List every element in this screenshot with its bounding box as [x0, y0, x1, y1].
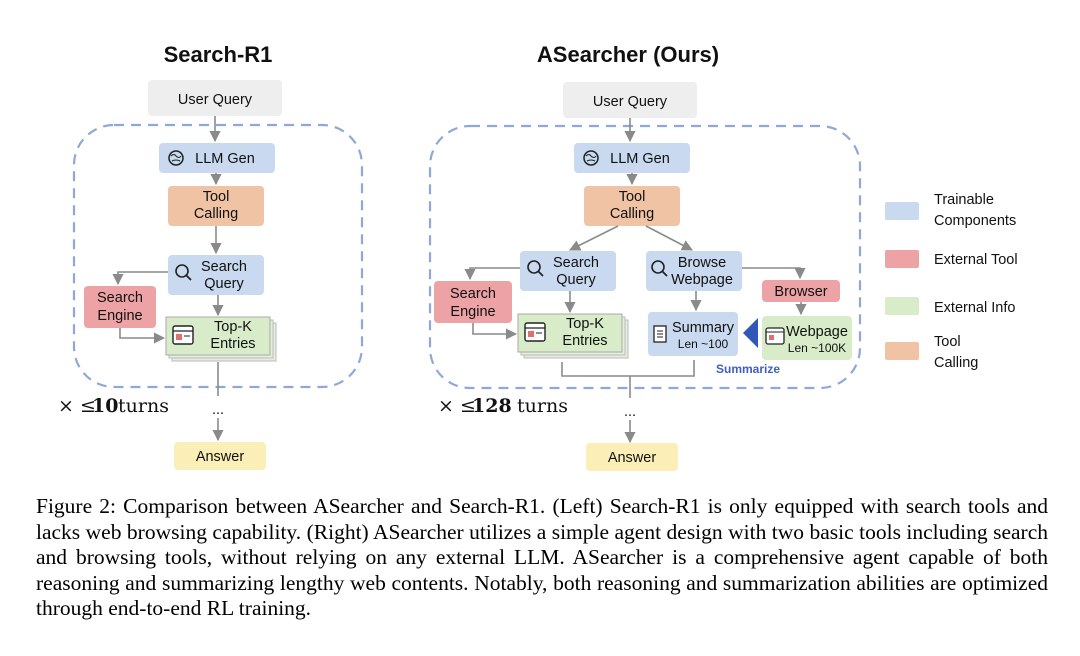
left-tool-calling-node: [168, 186, 264, 226]
left-tool-calling-line2: Calling: [194, 206, 238, 222]
right-llm-gen-node: [574, 143, 690, 173]
legend-external-tool-label: External Tool: [934, 252, 1018, 268]
left-turns-prefix: × ≤: [58, 395, 96, 417]
right-turns-number: 128: [472, 395, 512, 417]
right-search-engine-line2: Engine: [450, 304, 495, 320]
right-search-query-node: [520, 251, 616, 291]
right-tool-calling-line2: Calling: [610, 206, 654, 222]
left-topk-line2: Entries: [210, 336, 255, 352]
right-webpage-line2: Len ~100K: [788, 341, 846, 355]
edge-engine-to-topk-right: [472, 323, 518, 340]
right-tool-calling-node: [584, 186, 680, 226]
web-entries-icon: [765, 327, 785, 345]
edge-merge-bracket: [561, 360, 695, 377]
right-answer-label: Answer: [608, 450, 657, 466]
right-summary-line1: Summary: [672, 320, 735, 336]
right-topk-line1: Top-K: [566, 316, 604, 332]
brain-icon: [583, 150, 599, 166]
magnifier-icon: [651, 260, 668, 277]
right-browser-label: Browser: [774, 284, 827, 300]
summarize-wedge: [743, 318, 758, 348]
legend-tool-calling-line1: Tool: [934, 334, 961, 350]
right-ellipsis: ...: [624, 404, 636, 420]
left-topk-node: [165, 316, 277, 362]
web-entries-icon: [172, 325, 194, 345]
left-answer-node: [174, 442, 266, 470]
right-search-engine-node: [434, 281, 512, 323]
comparison-diagram: Search-R1 User Query LLM Gen Tool Callin…: [58, 42, 1018, 471]
edge-engine-to-topk-left: [119, 328, 166, 344]
right-title: ASearcher (Ours): [537, 42, 719, 67]
legend-external-info-label: External Info: [934, 300, 1015, 316]
summarize-label: Summarize: [716, 362, 780, 376]
magnifier-icon: [527, 260, 544, 277]
right-search-query-line1: Search: [553, 255, 599, 271]
document-icon: [653, 325, 667, 343]
legend-tool-calling-line2: Calling: [934, 355, 978, 371]
left-llm-gen-node: [159, 143, 275, 173]
right-webpage-line1: Webpage: [786, 324, 848, 340]
left-ellipsis: ...: [212, 402, 224, 418]
right-browse-webpage-line1: Browse: [678, 255, 726, 271]
left-title: Search-R1: [164, 42, 273, 67]
legend-swatch-external-tool: [885, 250, 919, 268]
left-search-engine-line2: Engine: [97, 308, 142, 324]
right-summary-node: [648, 312, 738, 356]
legend-trainable-line2: Components: [934, 213, 1016, 229]
left-turns-number: 10: [92, 395, 118, 417]
right-topk-line2: Entries: [562, 333, 607, 349]
right-search-query-line2: Query: [556, 272, 596, 288]
left-answer-label: Answer: [196, 449, 245, 465]
right-tool-calling-line1: Tool: [619, 189, 646, 205]
left-topk-line1: Top-K: [214, 319, 252, 335]
left-user-query-label: User Query: [178, 92, 253, 108]
left-tool-calling-line1: Tool: [203, 189, 230, 205]
right-browse-webpage-node: [646, 251, 742, 291]
figure-caption: Figure 2: Comparison between ASearcher a…: [36, 494, 1048, 620]
magnifier-icon: [175, 264, 192, 281]
web-entries-icon: [524, 322, 546, 342]
edge-browse-to-browser-right: [742, 267, 806, 280]
edge-tool-to-search-right: [568, 225, 619, 251]
edge-search-to-engine-left: [112, 271, 168, 286]
left-user-query-node: [148, 80, 282, 116]
legend-swatch-trainable: [885, 202, 919, 220]
right-user-query-label: User Query: [593, 94, 668, 110]
left-search-engine-line1: Search: [97, 290, 143, 306]
right-browse-webpage-line2: Webpage: [671, 272, 733, 288]
right-browser-node: [762, 280, 840, 302]
right-turns-suffix: turns: [517, 395, 568, 417]
right-loop-boundary: [428, 124, 862, 390]
edge-tool-to-browse-right: [645, 225, 693, 251]
right-user-query-node: [563, 82, 697, 118]
left-llm-gen-label: LLM Gen: [195, 151, 255, 167]
right-search-engine-line1: Search: [450, 286, 496, 302]
left-search-query-node: [168, 255, 264, 295]
legend-trainable-line1: Trainable: [934, 192, 994, 208]
legend-swatch-external-info: [885, 297, 919, 315]
edge-search-to-engine-right: [464, 267, 520, 281]
right-llm-gen-label: LLM Gen: [610, 151, 670, 167]
brain-icon: [168, 150, 184, 166]
right-answer-node: [586, 443, 678, 471]
left-search-query-line2: Query: [204, 276, 244, 292]
left-search-engine-node: [84, 286, 156, 328]
left-turns-suffix: turns: [118, 395, 169, 417]
right-webpage-node: [762, 316, 852, 360]
left-search-query-line1: Search: [201, 259, 247, 275]
legend-swatch-tool-calling: [885, 342, 919, 360]
right-summary-line2: Len ~100: [678, 337, 729, 351]
right-turns-prefix: × ≤: [438, 395, 476, 417]
